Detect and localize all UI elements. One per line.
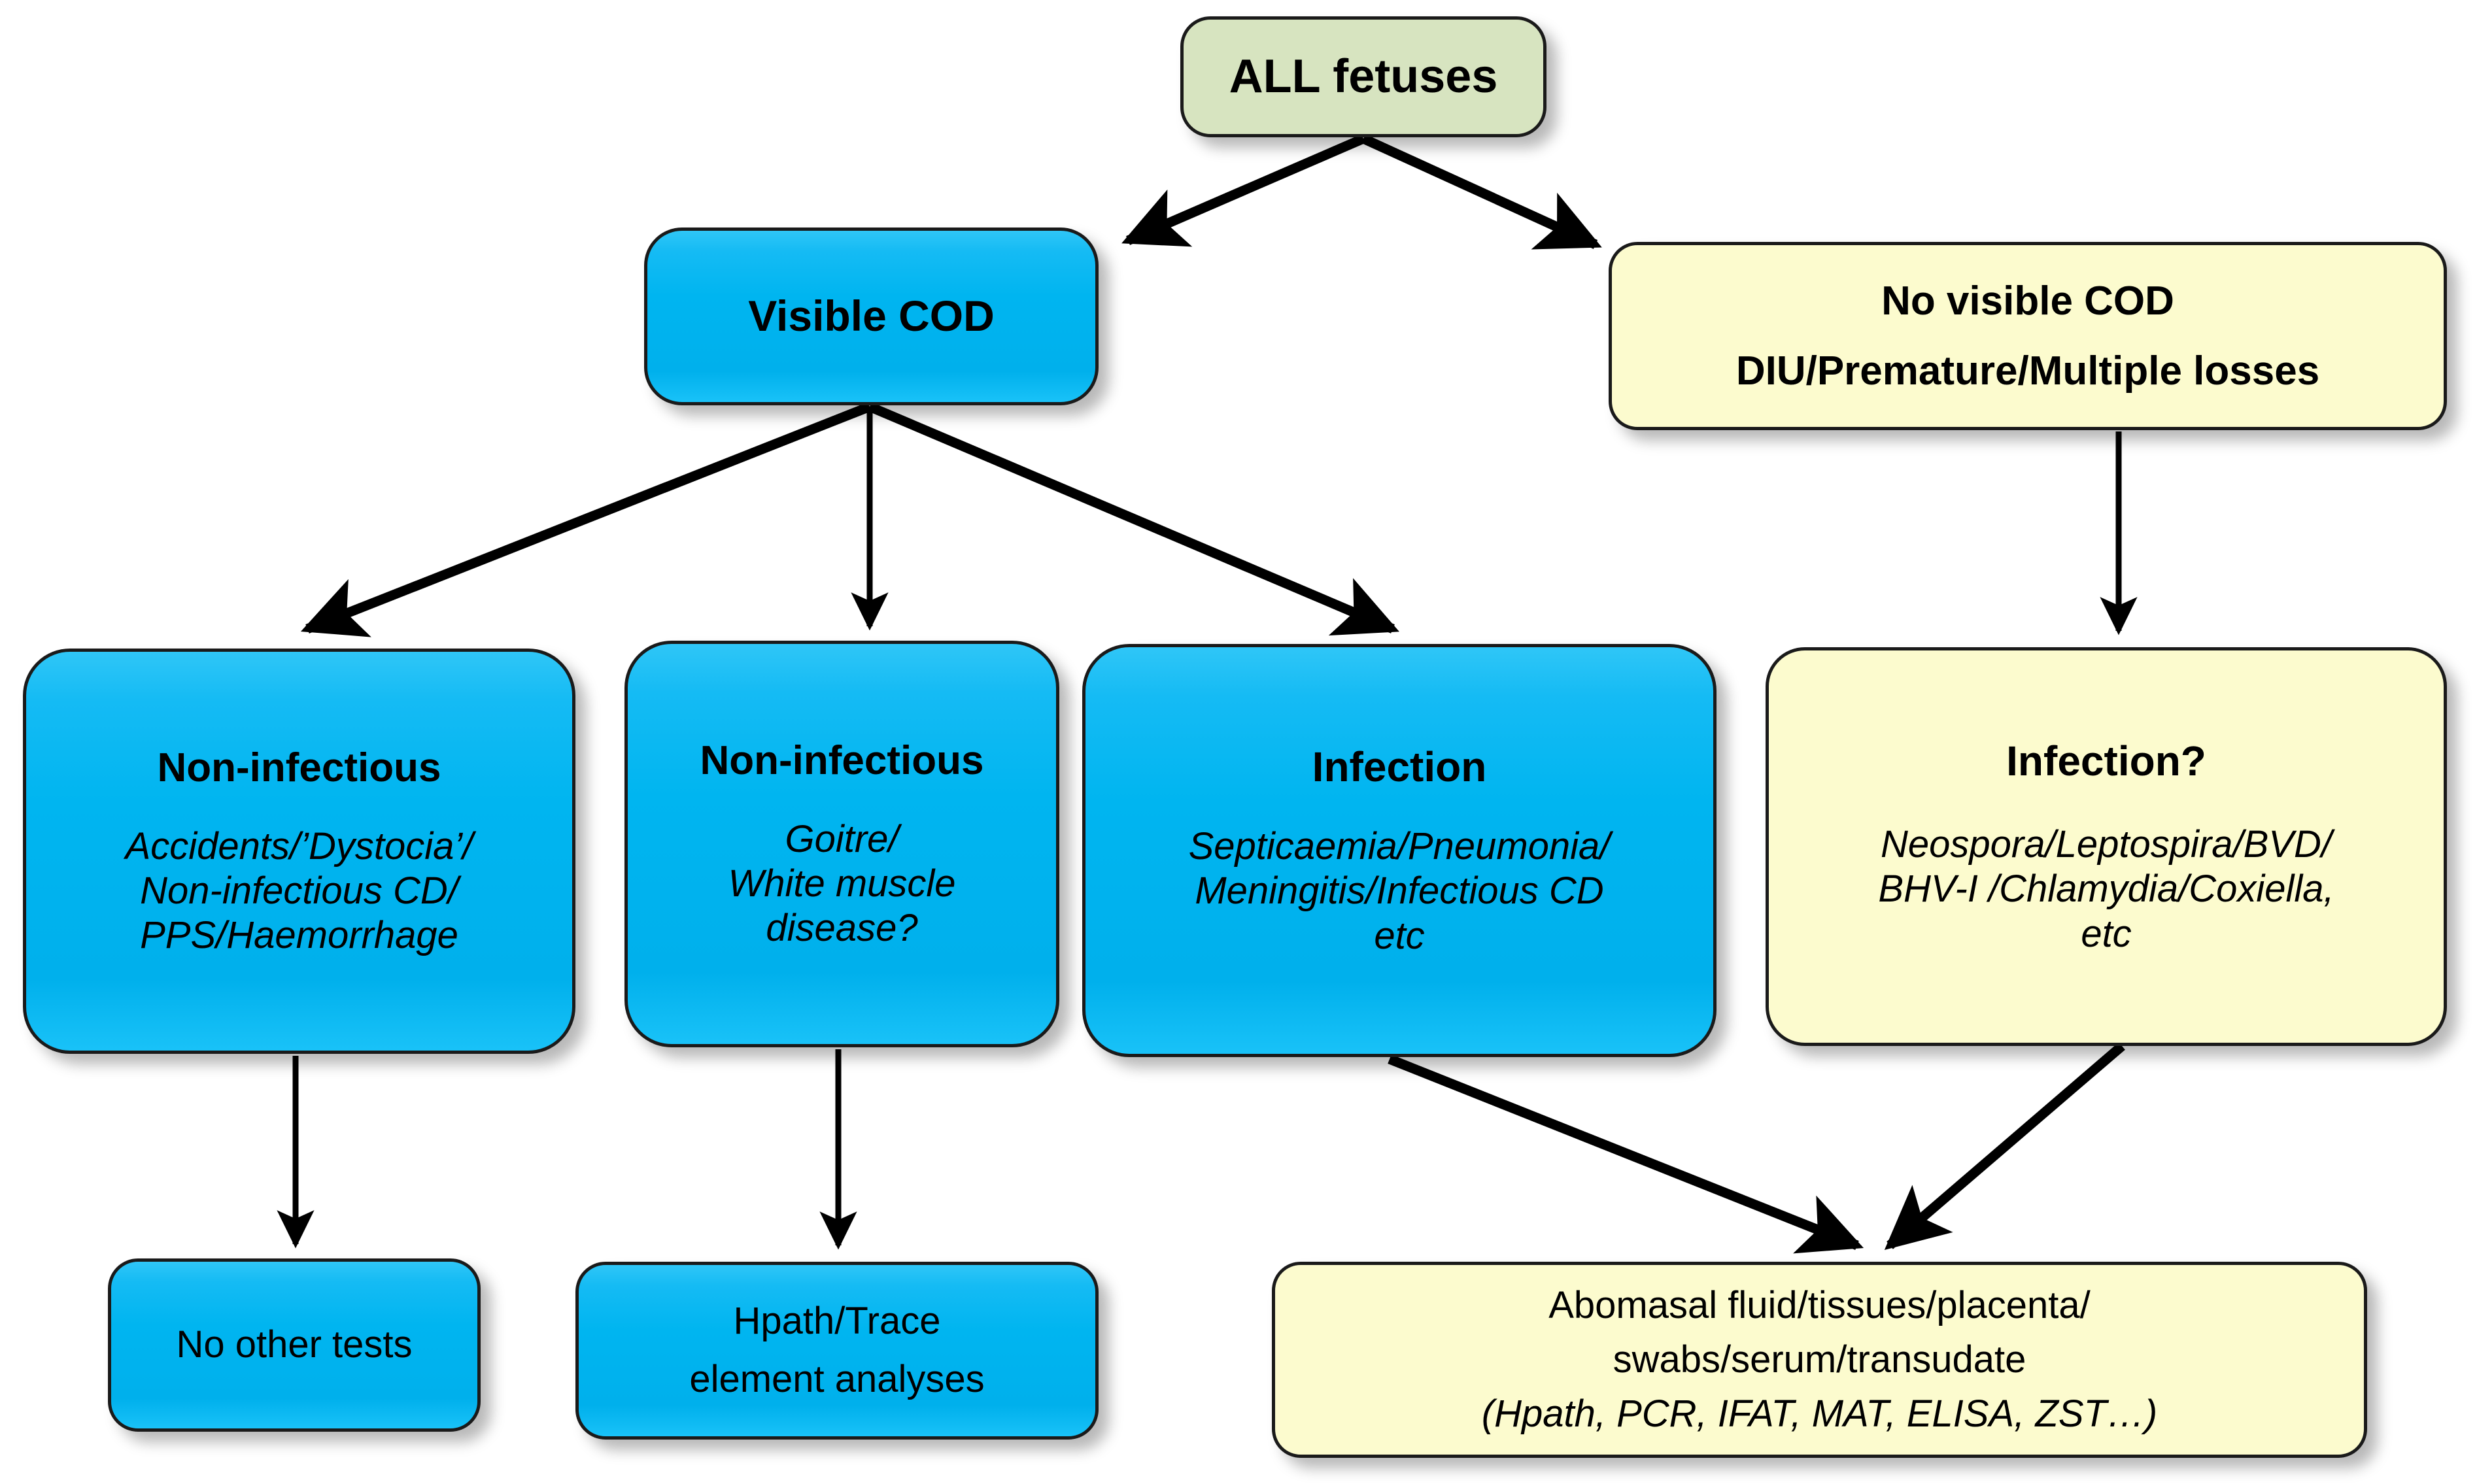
- non-infectious-secondary-sub2: White muscle: [728, 862, 956, 905]
- edge-infection-to-abomasal: [1388, 1054, 1864, 1254]
- hpath-trace-line1: Hpath/Trace: [733, 1300, 941, 1343]
- node-infection[interactable]: Infection Septicaemia/Pneumonia/ Meningi…: [1082, 644, 1717, 1057]
- node-hpath-trace[interactable]: Hpath/Trace element analyses: [575, 1262, 1099, 1440]
- all-fetuses-title: ALL fetuses: [1229, 50, 1498, 103]
- abomasal-line1: Abomasal fluid/tissues/placenta/: [1548, 1283, 2091, 1326]
- edge-all-fetuses-to-visible-cod: [1121, 134, 1365, 247]
- node-infection-query[interactable]: Infection? Neospora/Leptospira/BVD/ BHV-…: [1766, 647, 2447, 1046]
- infection-title: Infection: [1312, 743, 1487, 790]
- edge-all-fetuses-to-no-visible-cod: [1361, 134, 1602, 250]
- node-no-other-tests[interactable]: No other tests: [108, 1258, 481, 1432]
- edge-infection-query-to-abomasal: [1884, 1042, 2125, 1251]
- infection-sub1: Septicaemia/Pneumonia/: [1188, 824, 1611, 868]
- hpath-trace-line2: element analyses: [689, 1358, 985, 1401]
- abomasal-line2: swabs/serum/transudate: [1613, 1338, 2026, 1381]
- infection-sub3: etc: [1374, 914, 1425, 957]
- non-infectious-primary-title: Non-infectious: [157, 745, 441, 791]
- no-visible-cod-line2: DIU/Premature/Multiple losses: [1735, 348, 2320, 394]
- non-infectious-secondary-sub3: disease?: [766, 907, 918, 950]
- non-infectious-secondary-title: Non-infectious: [700, 738, 984, 784]
- node-no-visible-cod[interactable]: No visible COD DIU/Premature/Multiple lo…: [1609, 242, 2447, 430]
- non-infectious-primary-sub1: Accidents/’Dystocia’/: [125, 824, 473, 868]
- no-visible-cod-line1: No visible COD: [1881, 278, 2174, 324]
- node-all-fetuses[interactable]: ALL fetuses: [1180, 16, 1546, 137]
- visible-cod-title: Visible COD: [748, 292, 995, 341]
- non-infectious-secondary-sub1: Goitre/: [785, 817, 899, 860]
- infection-query-title: Infection?: [2006, 737, 2206, 785]
- infection-sub2: Meningitis/Infectious CD: [1195, 869, 1604, 913]
- node-non-infectious-primary[interactable]: Non-infectious Accidents/’Dystocia’/ Non…: [23, 649, 575, 1054]
- infection-query-sub3: etc: [2081, 912, 2132, 955]
- infection-query-sub2: BHV-I /Chlamydia/Coxiella,: [1878, 868, 2334, 911]
- no-other-tests-label: No other tests: [176, 1323, 413, 1366]
- node-visible-cod[interactable]: Visible COD: [644, 228, 1099, 405]
- edge-visible-cod-to-infection: [868, 402, 1399, 636]
- infection-query-sub1: Neospora/Leptospira/BVD/: [1881, 822, 2332, 866]
- edge-visible-cod-to-non-infectious-1: [300, 402, 872, 637]
- node-abomasal-samples[interactable]: Abomasal fluid/tissues/placenta/ swabs/s…: [1272, 1262, 2367, 1458]
- non-infectious-primary-sub2: Non-infectious CD/: [140, 869, 458, 912]
- non-infectious-primary-sub3: PPS/Haemorrhage: [140, 914, 458, 957]
- abomasal-line3: (Hpath, PCR, IFAT, MAT, ELISA, ZST…): [1481, 1392, 2158, 1435]
- node-non-infectious-secondary[interactable]: Non-infectious Goitre/ White muscle dise…: [624, 641, 1059, 1047]
